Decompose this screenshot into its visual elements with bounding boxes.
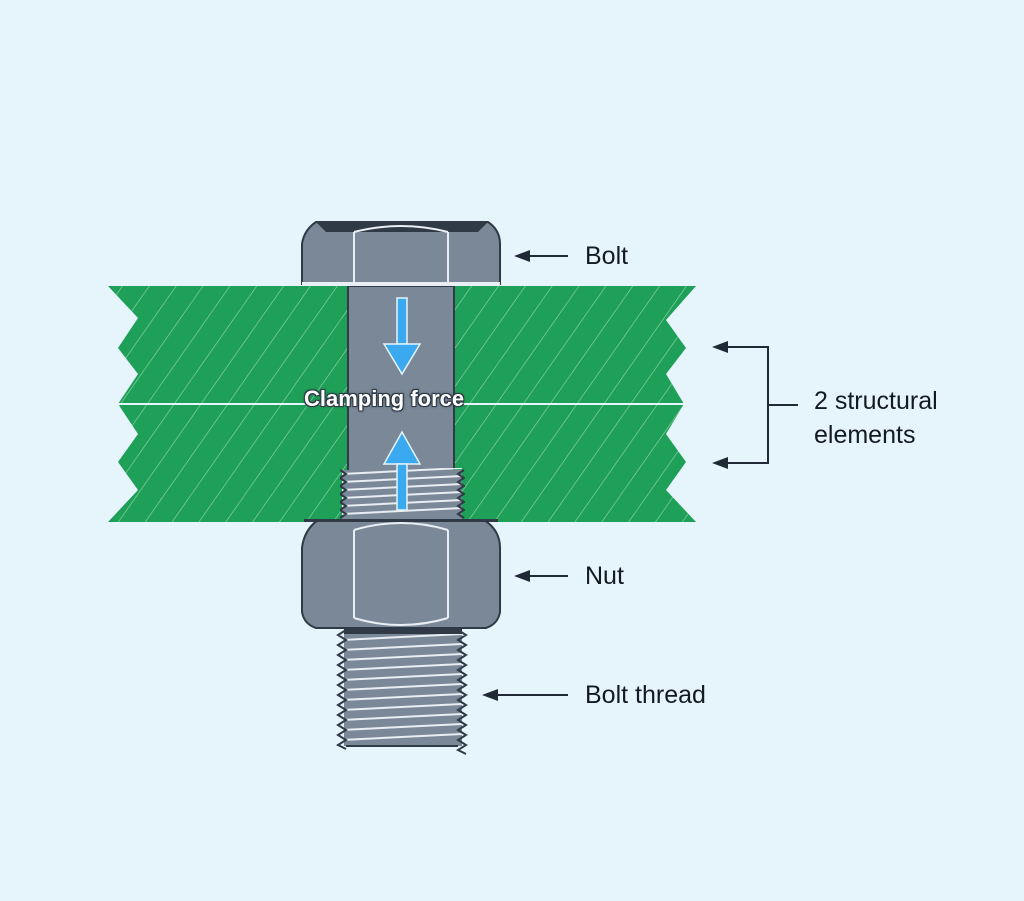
bolt-thread-label: Bolt thread bbox=[585, 681, 706, 709]
thread-callout-left-arrow-icon bbox=[482, 689, 568, 701]
bolt-label: Bolt bbox=[585, 242, 629, 270]
structural-elements-label-line2: elements bbox=[814, 421, 916, 449]
bolt-callout-left-arrow-icon bbox=[514, 250, 568, 262]
bolt-thread bbox=[335, 628, 468, 755]
up-arrow-icon bbox=[382, 430, 422, 511]
nut bbox=[301, 519, 501, 629]
down-arrow-icon bbox=[382, 297, 422, 376]
nut-label: Nut bbox=[585, 562, 624, 590]
nut-callout-left-arrow-icon bbox=[514, 570, 568, 582]
clamping-force-label: Clamping force bbox=[304, 386, 465, 411]
structural-callout-bracket bbox=[712, 341, 798, 469]
bolt-head bbox=[301, 221, 501, 286]
structural-elements-label-line1: 2 structural bbox=[814, 387, 938, 415]
